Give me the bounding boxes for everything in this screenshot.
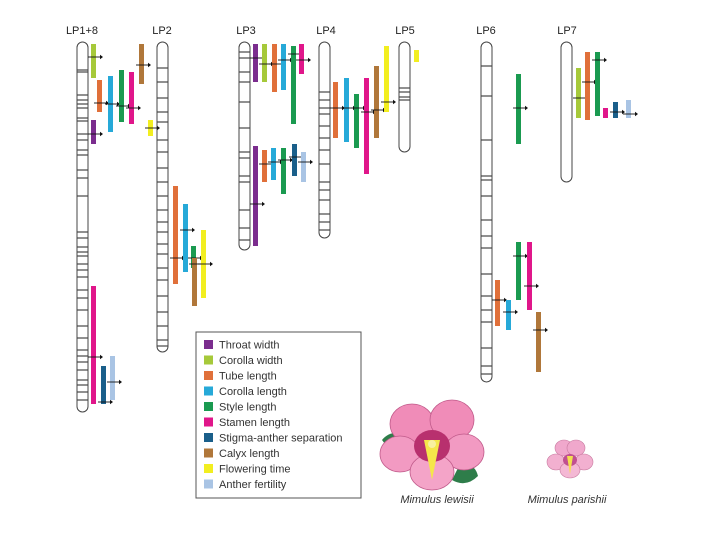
qtl-bar-throat-width [88, 120, 103, 144]
legend-label: Anther fertility [219, 479, 287, 491]
chromosome [398, 41, 411, 153]
mimulus-parishii-illustration [546, 439, 594, 479]
legend-swatch [204, 417, 213, 427]
chromosome [480, 41, 493, 383]
legend-swatch [204, 355, 213, 365]
legend-item: Stamen length [204, 417, 290, 429]
legend-item: Flowering time [204, 464, 291, 476]
qtl-bar-tube-length [492, 280, 507, 326]
legend-label: Corolla length [219, 386, 287, 398]
chromosome [238, 41, 251, 251]
qtl-bar-flowering-time [414, 50, 419, 62]
legend-item: Tube length [204, 371, 277, 383]
chromosome [76, 41, 89, 413]
qtl-bar-style-length [351, 94, 366, 148]
qtl-bar-tube-length [330, 82, 345, 138]
qtl-bar-corolla-width [88, 44, 103, 78]
chromosome [318, 41, 331, 239]
chromosome-label: LP3 [236, 25, 256, 37]
qtl-bar-anther-fertility [107, 356, 122, 400]
chromosome [156, 41, 169, 353]
qtl-bar-stamen-length [126, 72, 141, 124]
qtl-bar-corolla-length [180, 204, 195, 272]
qtl-bar-calyx-length [136, 44, 151, 84]
qtl-bar-calyx-length [533, 312, 548, 372]
qtl-bar-stamen-length [524, 242, 539, 310]
qtl-bar-corolla-length [341, 78, 356, 142]
legend-label: Corolla width [219, 355, 283, 367]
qtl-bar-flowering-time [381, 46, 396, 112]
qtl-bar-corolla-length [503, 300, 518, 330]
qtl-bar-anther-fertility [623, 100, 638, 118]
legend-label: Stamen length [219, 417, 290, 429]
legend-swatch [204, 371, 213, 380]
legend-item: Style length [204, 402, 276, 414]
legend-swatch [204, 340, 213, 349]
chromosome-label: LP7 [557, 25, 577, 37]
qtl-bar-tube-length [582, 52, 597, 120]
qtl-bar-anther-fertility [298, 152, 313, 182]
qtl-bar-tube-length [94, 80, 109, 112]
qtl-bar-corolla-width [259, 44, 274, 82]
legend-swatch [204, 386, 213, 396]
chromosome-label: LP6 [476, 25, 496, 37]
chromosomes [76, 41, 573, 413]
qtl-bar-style-length [513, 242, 528, 300]
legend-swatch [204, 448, 213, 458]
legend-swatch [204, 479, 213, 489]
chromosome-label: LP2 [152, 25, 172, 37]
legend-item: Corolla length [204, 386, 287, 398]
legend-swatch [204, 402, 213, 411]
legend-item: Stigma-anther separation [204, 433, 343, 445]
species-label-parishii: Mimulus parishii [528, 494, 607, 506]
legend-label: Style length [219, 402, 276, 414]
chromosome-labels: LP1+8 LP2 LP3 LP4 LP5 LP6 LP7 [66, 25, 577, 37]
legend-label: Tube length [219, 371, 277, 383]
chromosome-label: LP1+8 [66, 25, 98, 37]
qtl-bars [88, 44, 638, 405]
qtl-bar-throat-width [250, 146, 265, 246]
legend-item: Corolla width [204, 355, 283, 367]
qtl-bar-style-length [513, 74, 528, 144]
legend-item: Calyx length [204, 448, 280, 460]
chromosome [560, 41, 573, 183]
legend-swatch [204, 433, 213, 442]
qtl-bar-style-length [592, 52, 607, 116]
qtl-bar-stigma-anther-separation [98, 366, 113, 405]
qtl-bar-style-length [278, 148, 293, 194]
qtl-bar-stigma-anther-separation [610, 102, 625, 118]
legend-label: Stigma-anther separation [219, 433, 343, 445]
qtl-bar-corolla-length [278, 44, 293, 90]
chromosome-label: LP5 [395, 25, 415, 37]
chromosome-label: LP4 [316, 25, 336, 37]
qtl-bar-stamen-length [361, 78, 376, 174]
qtl-bar-stamen-length [88, 286, 103, 404]
mimulus-lewisii-illustration [379, 399, 485, 491]
legend-box [195, 331, 362, 499]
legend-label: Calyx length [219, 448, 280, 460]
legend-label: Flowering time [219, 464, 291, 476]
species-label-lewisii: Mimulus lewisii [400, 494, 474, 506]
legend-swatch [204, 464, 213, 473]
legend-item: Anther fertility [204, 479, 287, 491]
qtl-bar-flowering-time [198, 230, 213, 298]
qtl-bar-tube-length [170, 186, 185, 284]
qtl-bar-stamen-length [296, 44, 311, 74]
qtl-bar-stamen-length [603, 108, 608, 118]
qtl-bar-style-length [116, 70, 131, 122]
qtl-bar-flowering-time [145, 120, 160, 136]
legend-item: Throat width [204, 340, 280, 352]
legend-label: Throat width [219, 340, 280, 352]
qtl-bar-corolla-length [105, 76, 120, 132]
